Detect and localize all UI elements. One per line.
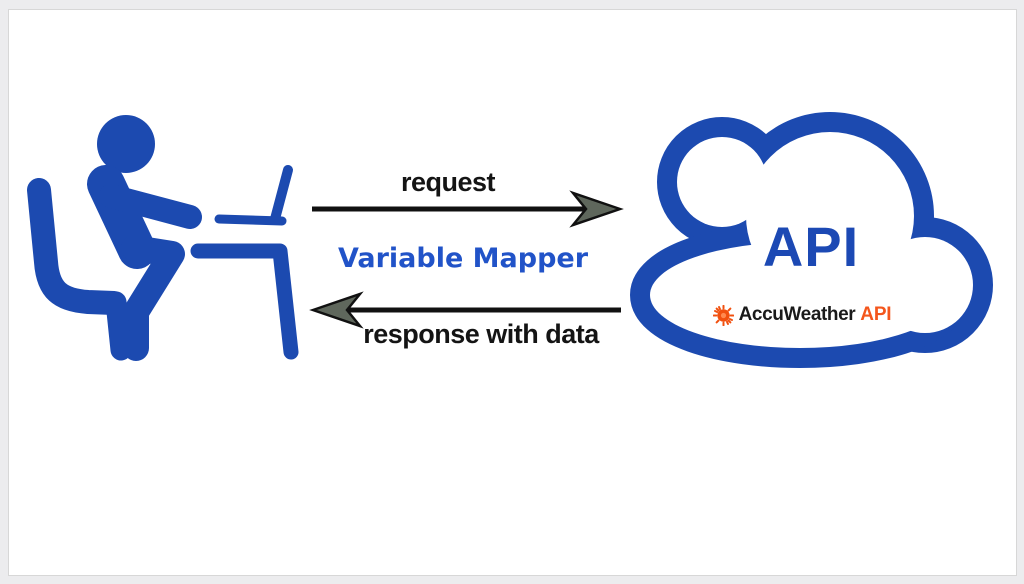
- arrow-right-icon: [312, 190, 624, 228]
- accuweather-api-suffix: API: [860, 304, 892, 325]
- person-at-desk-icon: [27, 115, 299, 361]
- chair-back-and-seat: [27, 178, 126, 315]
- sun-icon: [712, 304, 734, 326]
- api-label: API: [762, 215, 860, 278]
- laptop-icon: [214, 165, 293, 226]
- accuweather-logo: AccuWeather API: [692, 302, 912, 328]
- desk: [190, 243, 299, 360]
- response-label: response with data: [363, 319, 599, 349]
- laptop-screen: [270, 165, 293, 224]
- person-head: [97, 115, 155, 173]
- chair-front-leg: [105, 291, 132, 361]
- arrow-left-icon: [309, 291, 621, 329]
- cloud-icon: [630, 112, 993, 368]
- person-leg: [121, 235, 185, 361]
- request-label: request: [400, 167, 496, 197]
- cloud-interior: [650, 132, 973, 348]
- variable-mapper-title: Variable Mapper: [337, 243, 589, 274]
- accuweather-brand-text: AccuWeather: [738, 304, 856, 325]
- person-arm: [99, 184, 202, 229]
